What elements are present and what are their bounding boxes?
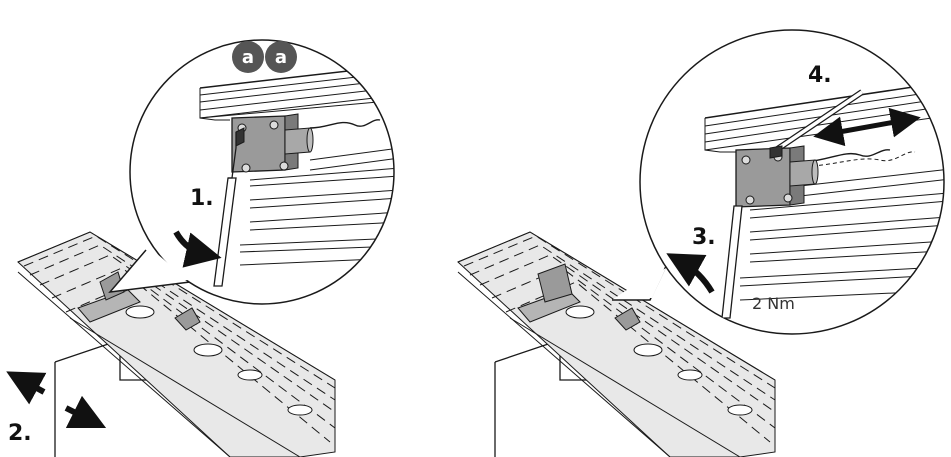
right-callout: 4. 3. 2 Nm xyxy=(612,29,945,335)
left-panel: a a 1. 2. xyxy=(6,39,395,457)
step-3-label: 3. xyxy=(692,225,716,250)
badge-a-2: a xyxy=(265,41,297,73)
right-rail xyxy=(457,231,776,457)
badge-a-1: a xyxy=(232,41,264,73)
rotate-arrow-icon xyxy=(173,230,222,268)
rotate-arrow-icon xyxy=(666,253,715,294)
left-callout: a a 1. xyxy=(108,39,395,305)
step-1-label: 1. xyxy=(190,186,214,211)
svg-text:a: a xyxy=(242,47,254,68)
step-4-label: 4. xyxy=(808,63,832,88)
torque-label: 2 Nm xyxy=(752,294,795,313)
right-panel: 4. 3. 2 Nm xyxy=(457,29,945,457)
svg-text:a: a xyxy=(275,47,287,68)
left-right-arrows-icon xyxy=(6,371,107,429)
double-arrow-icon xyxy=(813,107,921,147)
left-rail xyxy=(17,231,336,457)
step-2-label: 2. xyxy=(8,421,32,446)
